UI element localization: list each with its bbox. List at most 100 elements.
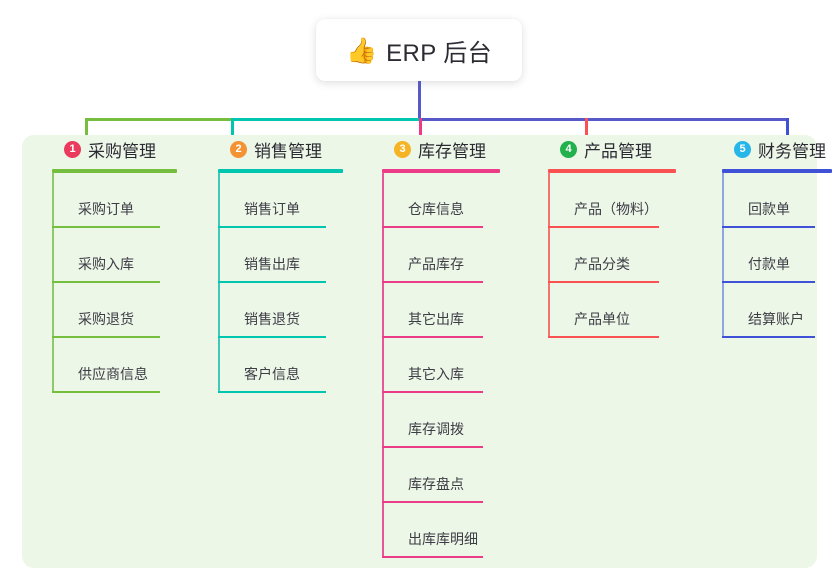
menu-item-underline [722, 226, 815, 228]
connector-bus-left [85, 118, 231, 121]
menu-item-underline [548, 336, 659, 338]
column-title: 财务管理 [758, 141, 826, 161]
column-title: 库存管理 [418, 141, 486, 161]
menu-item-underline [218, 336, 326, 338]
menu-item[interactable]: 销售退货 [218, 283, 343, 338]
menu-item-underline [218, 391, 326, 393]
column-header-underline [722, 169, 832, 173]
menu-item[interactable]: 销售出库 [218, 228, 343, 283]
menu-item[interactable]: 付款单 [722, 228, 832, 283]
menu-item-underline [382, 281, 483, 283]
column-header-underline [382, 169, 500, 173]
menu-item-underline [52, 226, 160, 228]
menu-item[interactable]: 库存调拨 [382, 393, 500, 448]
menu-item-underline [722, 336, 815, 338]
connector-bus-middle [231, 118, 419, 121]
column-spine [722, 173, 724, 338]
menu-item-label: 库存盘点 [408, 476, 464, 492]
column-badge-icon: 2 [230, 140, 247, 158]
menu-item-label: 出库库明细 [408, 531, 478, 547]
menu-item-label: 其它入库 [408, 366, 464, 382]
menu-item[interactable]: 出库库明细 [382, 503, 500, 558]
menu-item-underline [382, 446, 483, 448]
menu-item[interactable]: 仓库信息 [382, 173, 500, 228]
menu-item[interactable]: 结算账户 [722, 283, 832, 338]
connector-drop-1 [85, 118, 88, 151]
menu-item-underline [52, 391, 160, 393]
menu-item-underline [382, 226, 483, 228]
menu-item-underline [548, 226, 659, 228]
column-header-underline [52, 169, 177, 173]
column-header-4[interactable]: 4 产品管理 [548, 135, 676, 163]
menu-item-label: 仓库信息 [408, 201, 464, 217]
column-spine [548, 173, 550, 338]
column-spine [218, 173, 220, 393]
menu-item-underline [548, 281, 659, 283]
menu-item-underline [218, 281, 326, 283]
diagram-column-3: 3 库存管理仓库信息产品库存其它出库其它入库库存调拨库存盘点出库库明细 [382, 135, 500, 558]
menu-item[interactable]: 库存盘点 [382, 448, 500, 503]
menu-item-label: 产品单位 [574, 311, 630, 327]
menu-item-label: 采购退货 [78, 311, 134, 327]
menu-item-underline [382, 336, 483, 338]
connector-bus-right [419, 118, 786, 121]
root-node-card[interactable]: 👍 ERP 后台 [316, 19, 522, 81]
menu-item-underline [722, 281, 815, 283]
menu-item[interactable]: 客户信息 [218, 338, 343, 393]
menu-item[interactable]: 产品单位 [548, 283, 676, 338]
menu-item-underline [382, 501, 483, 503]
menu-item-label: 回款单 [748, 201, 790, 217]
menu-item[interactable]: 采购订单 [52, 173, 177, 228]
menu-item[interactable]: 产品分类 [548, 228, 676, 283]
column-spine [382, 173, 384, 558]
thumbs-up-icon: 👍 [345, 36, 378, 65]
menu-item-label: 供应商信息 [78, 366, 148, 382]
menu-item-label: 采购订单 [78, 201, 134, 217]
column-header-5[interactable]: 5 财务管理 [722, 135, 832, 163]
connector-drop-5 [786, 118, 789, 151]
column-badge-icon: 5 [734, 140, 751, 158]
connector-root-stem [418, 81, 421, 119]
menu-item[interactable]: 其它出库 [382, 283, 500, 338]
connector-drop-3 [419, 118, 422, 151]
menu-item[interactable]: 采购入库 [52, 228, 177, 283]
connector-drop-4 [585, 118, 588, 151]
menu-item-label: 产品分类 [574, 256, 630, 272]
menu-item-label: 产品库存 [408, 256, 464, 272]
column-badge-icon: 1 [64, 140, 81, 158]
column-title: 产品管理 [584, 141, 652, 161]
root-node-title: ERP 后台 [386, 39, 493, 67]
connector-drop-2 [231, 118, 234, 151]
column-header-underline [548, 169, 676, 173]
menu-item-underline [382, 556, 483, 558]
menu-item-underline [218, 226, 326, 228]
menu-item[interactable]: 产品库存 [382, 228, 500, 283]
menu-item[interactable]: 其它入库 [382, 338, 500, 393]
menu-item[interactable]: 回款单 [722, 173, 832, 228]
diagram-column-5: 5 财务管理回款单付款单结算账户 [722, 135, 832, 338]
menu-item-underline [382, 391, 483, 393]
column-badge-icon: 3 [394, 140, 411, 158]
menu-item-label: 库存调拨 [408, 421, 464, 437]
menu-item-underline [52, 336, 160, 338]
menu-item-underline [52, 281, 160, 283]
menu-item-label: 销售出库 [244, 256, 300, 272]
menu-item[interactable]: 销售订单 [218, 173, 343, 228]
menu-item-label: 其它出库 [408, 311, 464, 327]
column-badge-icon: 4 [560, 140, 577, 158]
menu-item-label: 客户信息 [244, 366, 300, 382]
menu-item-label: 销售订单 [244, 201, 300, 217]
column-spine [52, 173, 54, 393]
menu-item-label: 产品（物料） [574, 201, 658, 217]
menu-item[interactable]: 采购退货 [52, 283, 177, 338]
menu-item[interactable]: 供应商信息 [52, 338, 177, 393]
menu-item-label: 采购入库 [78, 256, 134, 272]
menu-item[interactable]: 产品（物料） [548, 173, 676, 228]
column-header-3[interactable]: 3 库存管理 [382, 135, 500, 163]
menu-item-label: 结算账户 [748, 311, 804, 327]
